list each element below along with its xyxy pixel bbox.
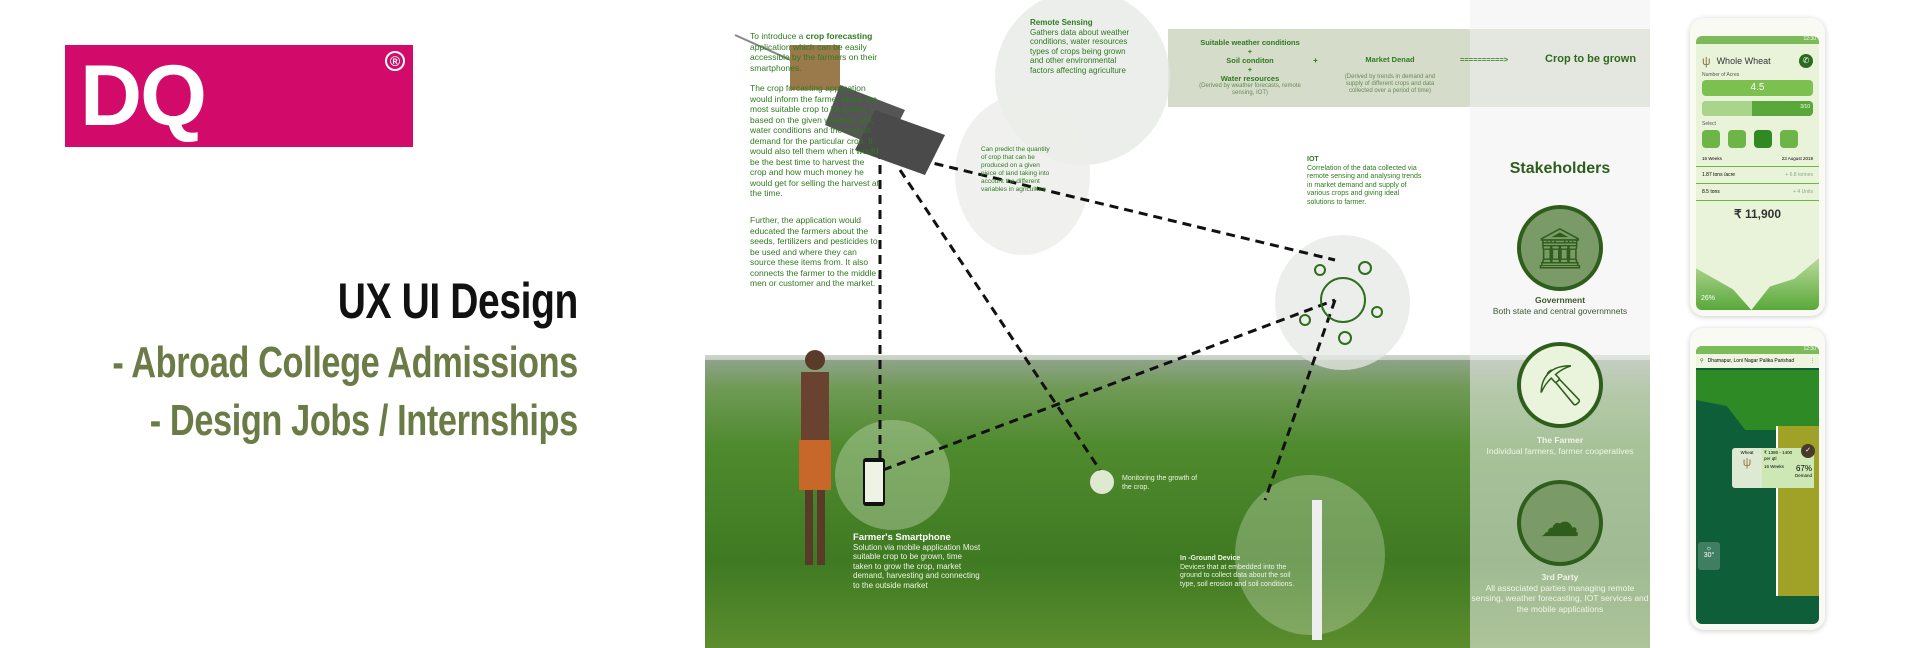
wheat-icon: ψ xyxy=(1742,455,1752,469)
duration: 16 Weeks xyxy=(1702,156,1722,161)
headline-line-2: - Design Jobs / Internships xyxy=(149,396,578,445)
registered-mark: ® xyxy=(385,51,405,71)
logo-text: DQ Labs xyxy=(80,48,275,246)
formula-result: Crop to be grown xyxy=(1545,53,1637,65)
line-sat-iot xyxy=(919,158,1336,262)
smartphone-circle xyxy=(835,420,950,530)
ground-device-circle xyxy=(1235,475,1385,635)
monitor-dot xyxy=(1090,470,1114,494)
device-option-button[interactable] xyxy=(1780,130,1798,148)
crop-forecasting-poster: To introduce a crop forecasting applicat… xyxy=(705,0,1650,648)
smartphone-title: Farmer's Smartphone xyxy=(853,532,951,543)
power-option-button[interactable] xyxy=(1728,130,1746,148)
quantity-row: 8.5 tons+ 4 Units xyxy=(1696,184,1819,201)
line-iot-ground xyxy=(1263,299,1337,501)
yield-row: 1.87 tons /acre+ 6.8 tonnes xyxy=(1696,167,1819,184)
acres-label: Number of Acres xyxy=(1702,72,1740,78)
chart-percent: 26% xyxy=(1701,295,1716,302)
intro-paragraph-2: The crop forcasting application would in… xyxy=(750,83,879,198)
water-option-button[interactable] xyxy=(1702,130,1720,148)
map-field xyxy=(1696,370,1819,430)
acres-stepper[interactable]: 4.5 xyxy=(1702,80,1813,96)
headline-title: UX UI Design xyxy=(337,273,579,329)
iot-network-icon xyxy=(1299,261,1383,345)
crop-name: Whole Wheat xyxy=(1716,56,1771,66)
satellite-icon xyxy=(734,34,945,175)
formula-arrow: ==========> xyxy=(1460,55,1509,64)
iot-circle xyxy=(1275,235,1410,370)
check-button[interactable]: ✓ xyxy=(1801,444,1815,458)
growth-progress: 3/10 xyxy=(1702,101,1813,116)
wheat-icon: ψ xyxy=(1702,54,1711,68)
farmer-figure xyxy=(799,350,831,565)
weeks: 16 Weeks xyxy=(1764,464,1784,469)
formula-conditions: Suitable weather conditions+Soil condito… xyxy=(1199,38,1301,96)
location-pin-icon: ⚲ xyxy=(1700,358,1704,364)
intro-paragraph-1: To introduce a crop forecasting applicat… xyxy=(750,31,878,73)
seed-option-button[interactable] xyxy=(1754,130,1772,148)
formula-plus: + xyxy=(1313,55,1318,65)
dq-labs-logo: DQ Labs ® xyxy=(65,45,413,246)
line-phone-iot xyxy=(882,298,1336,472)
sun-icon: ☼ xyxy=(1705,545,1713,552)
headline-line-1: - Abroad College Admissions xyxy=(112,338,578,387)
group-cloud-icon: ☁ xyxy=(1517,480,1603,566)
intro-paragraph-3: Further, the application would educated … xyxy=(750,215,878,288)
prediction-text: Can predict the quantity of crop that ca… xyxy=(981,146,1050,193)
location-bar[interactable]: ⚲Dhamapur, Loni Nagar Palika Parishad ⋮ xyxy=(1696,354,1819,368)
price-trend-chart xyxy=(1696,258,1819,310)
demand-percent: 67% xyxy=(1795,464,1812,473)
stakeholders-title: Stakeholders xyxy=(1509,160,1611,177)
connection-lines xyxy=(734,34,1383,640)
status-bar: 12:30 xyxy=(1696,346,1819,354)
pickaxe-icon: ⛏ xyxy=(1517,342,1603,428)
timeline-row: 16 Weeks 23 August 2019 xyxy=(1696,151,1819,167)
price: ₹ 11,900 xyxy=(1733,207,1781,221)
select-label: Select xyxy=(1702,121,1716,127)
line-sat-monitor xyxy=(898,169,1102,471)
formula-market-demand: Market Denad(Derived by trends in demand… xyxy=(1344,55,1436,94)
phone-mockup-crop-details: 12:30 ψ Whole Wheat ✆ Number of Acres 4.… xyxy=(1690,18,1825,316)
call-button[interactable]: ✆ xyxy=(1799,54,1813,68)
harvest-date: 23 August 2019 xyxy=(1781,156,1813,161)
monitoring-text: Monitoring the growth of the crop. xyxy=(1122,475,1198,491)
location-text: Dhamapur, Loni Nagar Palika Parishad xyxy=(1707,358,1795,364)
phone-mockup-map: 12:30 ⚲Dhamapur, Loni Nagar Palika Paris… xyxy=(1690,328,1825,630)
more-menu-icon: ⋮ xyxy=(1810,358,1815,364)
weather-widget: ☼30° xyxy=(1698,542,1720,570)
status-bar: 12:30 xyxy=(1696,36,1819,44)
government-building-icon: 🏛 xyxy=(1517,205,1603,291)
select-options xyxy=(1696,127,1819,151)
in-ground-device-icon xyxy=(1312,500,1322,640)
prediction-circle xyxy=(955,95,1090,255)
